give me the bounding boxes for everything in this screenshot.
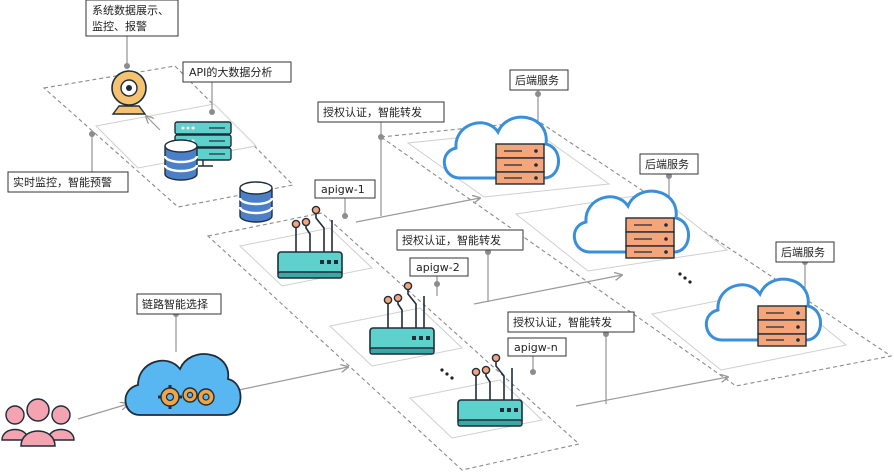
label-realtime: 实时监控，智能预警 xyxy=(7,171,129,193)
svg-text:授权认证，智能转发: 授权认证，智能转发 xyxy=(513,315,612,329)
gear-icon xyxy=(182,387,198,403)
users-icon xyxy=(1,398,75,447)
label-backend-3: 后端服务 xyxy=(775,241,835,263)
ellipsis-dots xyxy=(440,272,692,380)
label-auth-1: 授权认证，智能转发 xyxy=(317,101,445,123)
svg-text:apigw-n: apigw-n xyxy=(514,341,558,354)
svg-text:实时监控，智能预警: 实时监控，智能预警 xyxy=(13,175,112,189)
svg-text:后端服务: 后端服务 xyxy=(645,158,689,171)
label-system-display: 系统数据展示、 监控、报警 xyxy=(85,0,179,37)
cloud-icon xyxy=(704,277,823,348)
label-gw-1: apigw-1 xyxy=(314,179,376,199)
svg-text:授权认证，智能转发: 授权认证，智能转发 xyxy=(323,105,422,119)
server-rack-icon xyxy=(174,121,232,167)
user-cloud-icon xyxy=(124,353,242,416)
svg-text:apigw-2: apigw-2 xyxy=(416,261,460,274)
label-auth-3: 授权认证，智能转发 xyxy=(507,311,635,333)
svg-text:API的大数据分析: API的大数据分析 xyxy=(189,65,272,79)
svg-text:后端服务: 后端服务 xyxy=(515,74,559,87)
database-icon xyxy=(238,180,274,224)
flow-arrows xyxy=(77,116,728,420)
label-backend-1: 后端服务 xyxy=(509,69,569,91)
svg-text:授权认证，智能转发: 授权认证，智能转发 xyxy=(402,233,501,247)
label-backend-2: 后端服务 xyxy=(639,153,699,175)
svg-text:链路智能选择: 链路智能选择 xyxy=(142,297,208,311)
svg-text:apigw-1: apigw-1 xyxy=(321,183,365,196)
gear-icon xyxy=(197,388,215,406)
label-gw-2: apigw-2 xyxy=(409,257,469,277)
database-icon xyxy=(163,138,199,182)
label-system-display-line2: 监控、报警 xyxy=(92,19,147,33)
cloud-icon xyxy=(572,189,691,260)
gear-icon xyxy=(158,385,182,409)
label-auth-2: 授权认证，智能转发 xyxy=(396,229,524,251)
svg-text:后端服务: 后端服务 xyxy=(781,246,825,259)
label-gw-n: apigw-n xyxy=(507,337,567,357)
label-bigdata: API的大数据分析 xyxy=(182,61,292,83)
label-link-select: 链路智能选择 xyxy=(136,293,222,315)
camera-icon xyxy=(111,70,147,115)
label-system-display-line1: 系统数据展示、 xyxy=(92,3,169,17)
cloud-icon xyxy=(442,115,561,186)
